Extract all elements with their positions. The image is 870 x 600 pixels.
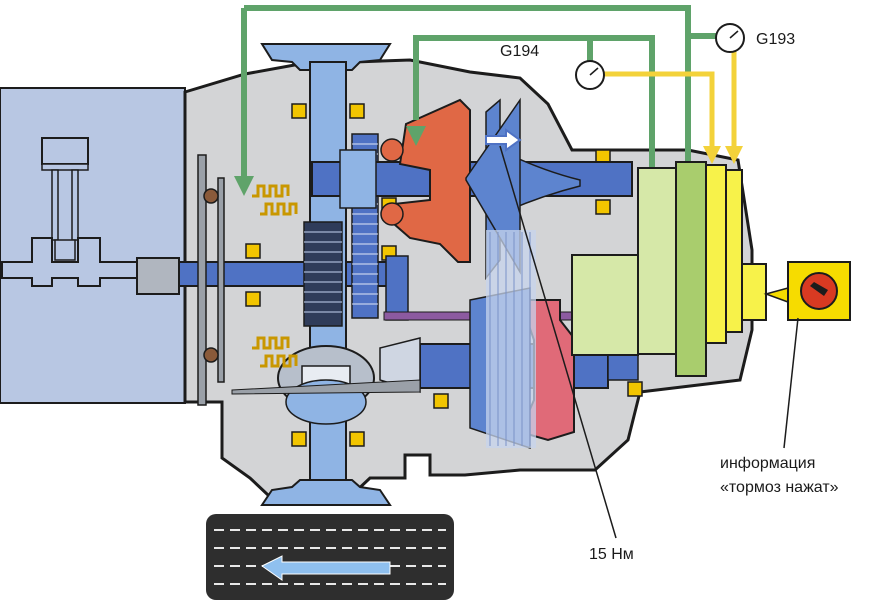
label-info-line2: «тормоз нажат» xyxy=(720,479,839,496)
brake-switch-icon xyxy=(763,261,851,321)
label-info-line1: информация xyxy=(720,455,815,472)
pressure-gauge-g193 xyxy=(715,23,745,53)
label-torque: 15 Нм xyxy=(589,546,634,563)
primary-piston xyxy=(380,98,471,263)
leader-lines xyxy=(499,145,799,539)
label-g194: G194 xyxy=(500,43,539,60)
engine-block xyxy=(0,87,186,404)
valve-body xyxy=(571,161,767,377)
hydraulic-lines-green xyxy=(241,5,720,178)
clutch-springs xyxy=(252,184,298,368)
hydraulic-lines-yellow xyxy=(604,50,737,148)
variator xyxy=(465,97,581,450)
flow-arrows-yellow xyxy=(703,146,743,164)
flow-arrows-green xyxy=(234,126,426,196)
direction-arrow-icon xyxy=(485,128,522,152)
flywheel xyxy=(197,154,225,406)
tire xyxy=(206,514,454,600)
pressure-gauge-g194 xyxy=(575,60,605,90)
label-g193: G193 xyxy=(756,31,795,48)
